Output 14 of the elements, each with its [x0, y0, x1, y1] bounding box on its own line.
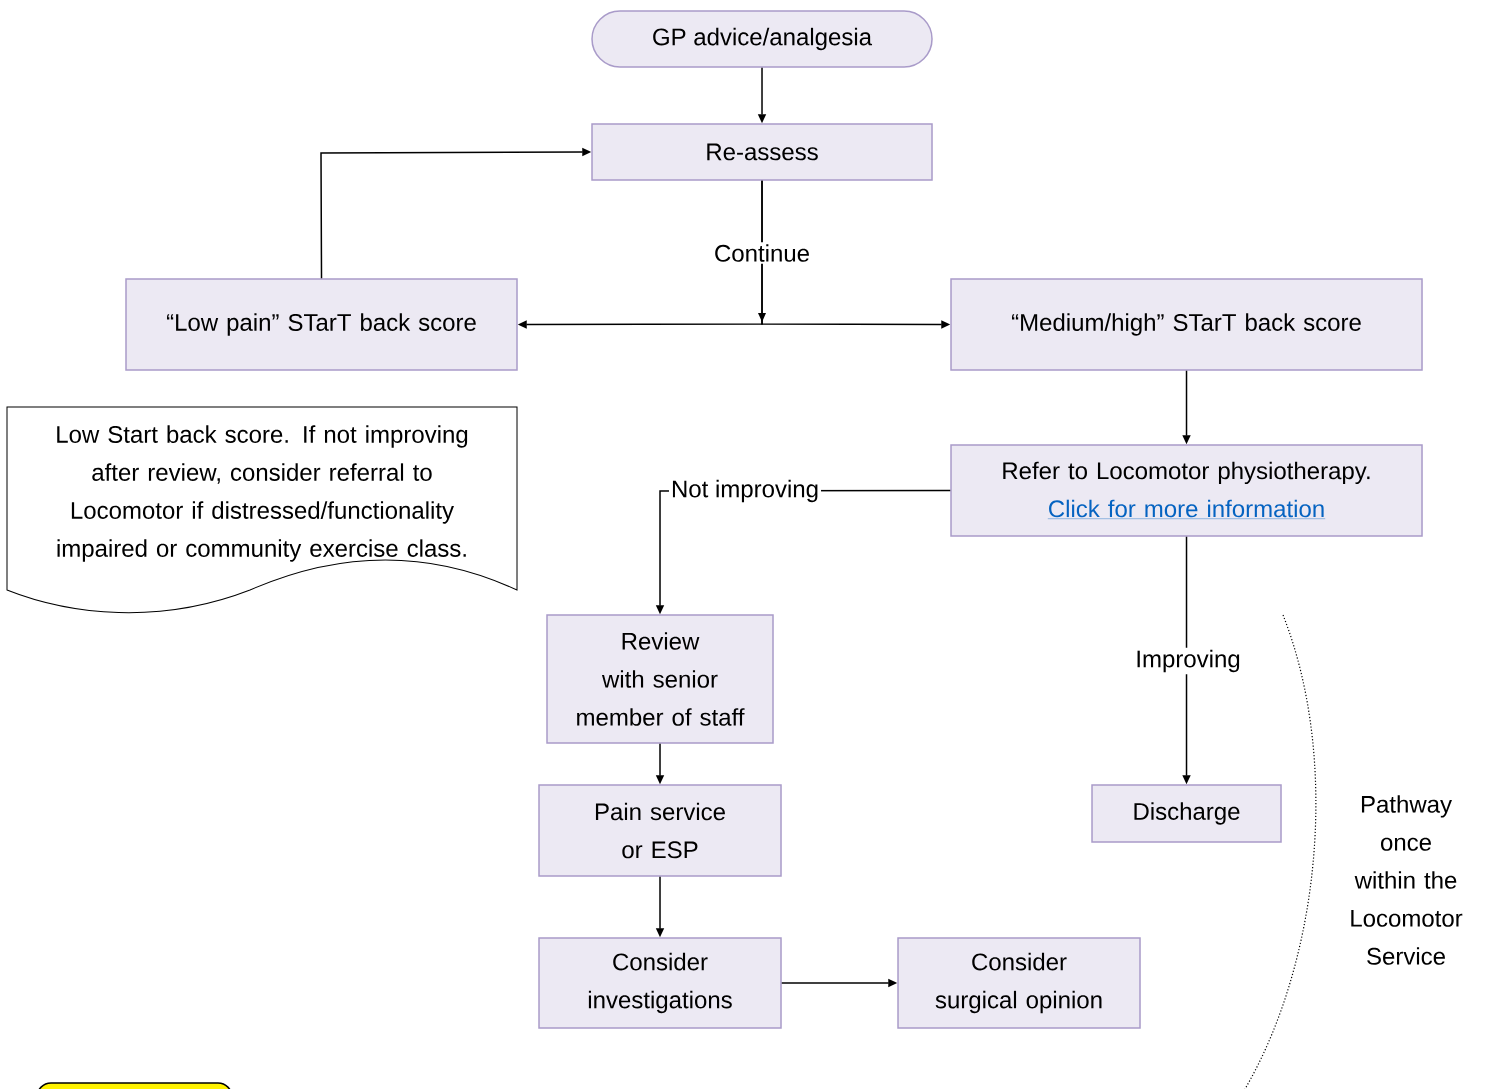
- process-box: “Medium/high” STarT back score: [950, 278, 1423, 371]
- terminator-shape: [36, 1082, 233, 1089]
- process-box: Refer to Locomotor physiotherapy. Click for more information: [950, 444, 1423, 537]
- process-box: Review with senior member of staff: [546, 614, 774, 744]
- side-note: Pathway once within the Locomotor Service: [1351, 795, 1463, 965]
- process-box: “Low pain” STarT back score: [125, 278, 518, 371]
- process-box: Pain service or ESP: [538, 784, 782, 877]
- process-box: Consider investigations: [538, 937, 782, 1029]
- process-box: Discharge: [1091, 784, 1282, 843]
- process-box: Re-assess: [591, 123, 933, 181]
- edge-label: Improving: [1133, 647, 1243, 675]
- edge-label: Not improving: [669, 477, 822, 505]
- process-box: Consider surgical opinion: [897, 937, 1141, 1029]
- edge-label: Continue: [711, 242, 813, 264]
